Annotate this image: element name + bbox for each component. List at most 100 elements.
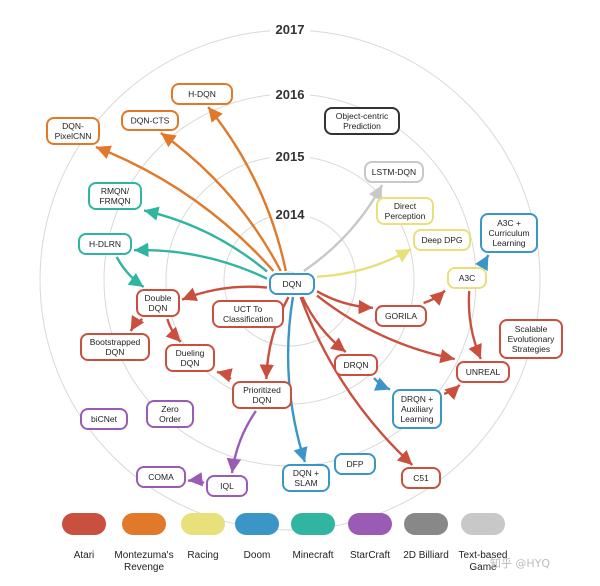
node-dqnpixelcnn-label: DQN-: [62, 121, 84, 131]
legend-label-montezuma: Montezuma's: [114, 550, 173, 561]
node-doubledqn-label: DQN: [149, 303, 168, 313]
legend-label-racing: Racing: [187, 550, 218, 561]
legend-swatch-minecraft: [291, 513, 335, 535]
node-prioritized-box: [232, 381, 292, 409]
node-directperc-label: Direct: [394, 201, 417, 211]
node-objcentric-box: [324, 107, 400, 135]
legend-swatch-racing: [181, 513, 225, 535]
legend-label-minecraft: Minecraft: [292, 550, 333, 561]
node-unreal: UNREAL: [456, 361, 510, 383]
legend-label-textgame: Text-based: [459, 550, 508, 561]
node-drqn-label: DRQN: [343, 360, 368, 370]
edge-dqn-to-c51: [299, 296, 414, 466]
node-dqnslam: DQN +SLAM: [282, 464, 330, 492]
node-a3ccurr-label: A3C +: [497, 218, 521, 228]
node-zeroorder-label: Zero: [161, 404, 179, 414]
legend-swatch-billiard: [404, 513, 448, 535]
node-rmqn: RMQN/FRMQN: [88, 182, 142, 210]
node-iql-label: IQL: [220, 481, 234, 491]
edge-iql-to-coma: [187, 472, 205, 487]
node-uct-label: UCT To: [234, 304, 263, 314]
node-prioritized-label: Prioritized: [243, 385, 281, 395]
legend-item-racing: Racing: [181, 513, 225, 561]
node-a3ccurr-box: [480, 213, 538, 253]
node-objcentric-label: Object-centric: [336, 111, 389, 121]
edge-drqn-to-drqnaux: [373, 377, 391, 391]
node-hdlrn: H-DLRN: [78, 233, 132, 255]
node-drqnaux-label: DRQN +: [401, 394, 433, 404]
node-dqncts-label: DQN-CTS: [131, 116, 170, 126]
node-doubledqn-box: [136, 289, 180, 317]
node-doubledqn-label: Double: [145, 293, 172, 303]
year-label-2017: 2017: [276, 22, 305, 37]
node-bicnet: biCNet: [80, 408, 128, 430]
node-gorila: GORILA: [375, 305, 427, 327]
node-scalable-label: Scalable: [515, 324, 548, 334]
node-deepdpg-label: Deep DPG: [421, 235, 462, 245]
edge-dqn-to-dqncts: [160, 132, 282, 272]
node-dqnslam-box: [282, 464, 330, 492]
legend-item-doom: Doom: [235, 513, 279, 561]
edge-doubledqn-to-duelingdqn: [165, 318, 182, 343]
node-zeroorder-box: [146, 400, 194, 428]
edge-drqnaux-to-unreal: [443, 384, 461, 401]
node-scalable-box: [499, 319, 563, 359]
node-dqnpixelcnn-box: [46, 117, 100, 145]
node-a3ccurr-label: Learning: [492, 238, 525, 248]
legend-label-billiard: 2D Billiard: [403, 550, 449, 561]
edge-dqn-to-hdlrn: [133, 242, 268, 280]
node-dfp: DFP: [334, 453, 376, 475]
node-gorila-box: [375, 305, 427, 327]
node-deepdpg-box: [413, 229, 471, 251]
node-duelingdqn-label: Dueling: [176, 348, 205, 358]
node-iql: IQL: [206, 475, 248, 497]
node-drqnaux-box: [392, 389, 442, 429]
node-dqnslam-label: DQN +: [293, 468, 319, 478]
node-rmqn-label: RMQN/: [101, 186, 130, 196]
node-coma-box: [136, 466, 186, 488]
edge-a3c-to-unreal: [467, 290, 482, 360]
node-c51: C51: [401, 467, 441, 489]
node-bicnet-box: [80, 408, 128, 430]
node-unreal-box: [456, 361, 510, 383]
node-bootdqn-label: Bootstrapped: [90, 337, 141, 347]
edge-dqn-to-deepdpg: [316, 248, 412, 278]
node-bootdqn-label: DQN: [106, 347, 125, 357]
edge-dqn-to-unreal: [316, 294, 456, 364]
node-rmqn-label: FRMQN: [99, 196, 130, 206]
node-dqn-label: DQN: [283, 279, 302, 289]
node-coma: COMA: [136, 466, 186, 488]
watermark-text: 知乎 @HYQ: [490, 556, 550, 570]
year-labels: 2017 2016 2015 2014: [270, 20, 310, 224]
node-directperc-label: Perception: [385, 211, 426, 221]
legend-item-atari: Atari: [62, 513, 106, 561]
node-rmqn-box: [88, 182, 142, 210]
node-objcentric-label: Prediction: [343, 121, 381, 131]
edge-prioritized-to-iql: [226, 410, 257, 474]
node-lstmdqn: LSTM-DQN: [364, 161, 424, 183]
year-label-2014: 2014: [276, 207, 306, 222]
edge-dqn-to-rmqn: [143, 206, 268, 273]
node-a3ccurr-label: Curriculum: [488, 228, 529, 238]
node-duelingdqn-box: [165, 344, 215, 372]
legend-label-doom: Doom: [244, 550, 271, 561]
node-bootdqn-box: [80, 333, 150, 361]
edge-dqn-to-dqnpixelcnn: [95, 145, 275, 272]
nodes: H-DQNDQN-CTSDQN-PixelCNNObject-centricPr…: [46, 83, 563, 497]
edge-a3c-to-a3ccurr: [475, 254, 490, 272]
edge-dqn-to-gorila: [316, 290, 374, 315]
node-hdlrn-label: H-DLRN: [89, 239, 121, 249]
edge-hdlrn-to-doubledqn: [115, 256, 145, 288]
node-deepdpg: Deep DPG: [413, 229, 471, 251]
